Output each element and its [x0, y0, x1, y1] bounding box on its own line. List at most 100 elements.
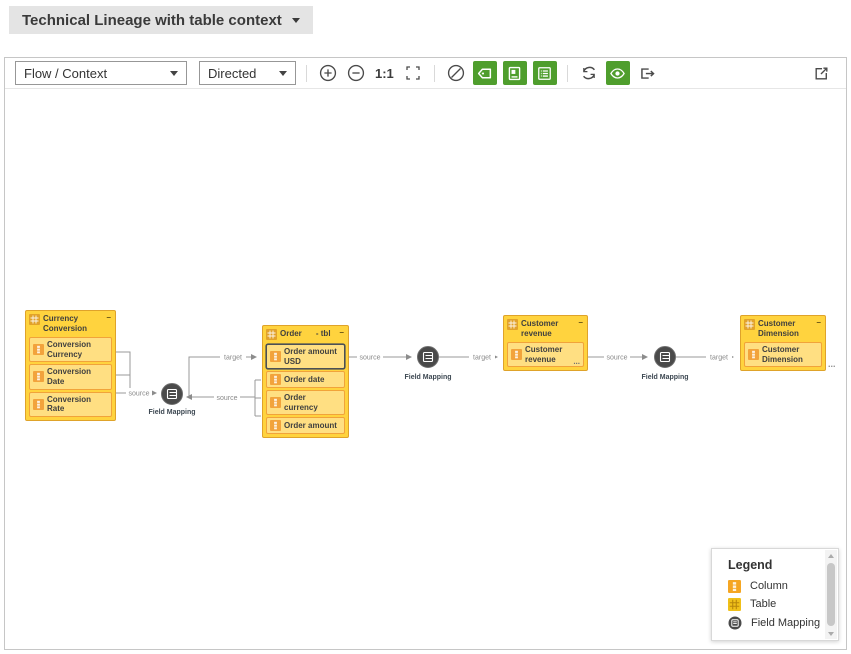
legend-item-label: Table — [750, 598, 777, 610]
toggle-visibility-button[interactable] — [605, 61, 630, 85]
direction-select[interactable]: Directed — [199, 61, 296, 85]
column-label: Customer Dimension — [762, 345, 803, 364]
collapse-node-button[interactable]: – — [816, 318, 821, 327]
lineage-type-dropdown[interactable]: Technical Lineage with table context — [9, 6, 313, 34]
legend-item: Field Mapping — [712, 613, 838, 632]
field-mapping-node[interactable]: Field Mapping — [148, 383, 196, 417]
table-node-currency-conversion[interactable]: Currency Conversion – Conversion Currenc… — [25, 310, 116, 421]
column-icon — [33, 371, 44, 383]
table-node-header: Order - tbl – — [263, 326, 348, 342]
legend-panel: Legend Column Table Field Mapping — [711, 548, 839, 641]
open-external-button[interactable] — [810, 62, 832, 84]
refresh-button[interactable] — [578, 62, 600, 84]
column-node[interactable]: Order date — [266, 371, 345, 389]
view-mode-select[interactable]: Flow / Context — [15, 61, 187, 85]
table-node-header: Customer revenue – — [504, 316, 587, 340]
column-icon — [728, 579, 741, 593]
export-button[interactable] — [636, 62, 658, 84]
column-node[interactable]: Conversion Date — [29, 364, 112, 390]
show-list-button[interactable] — [532, 61, 557, 85]
column-icon — [33, 398, 44, 410]
table-title: Order — [280, 329, 302, 338]
column-node[interactable]: Customer Dimension — [744, 342, 822, 368]
table-node-customer-dimension[interactable]: Customer Dimension – Customer Dimension — [740, 315, 826, 372]
scroll-up-arrow[interactable] — [825, 550, 837, 561]
table-columns: Customer revenue ... — [504, 342, 587, 370]
view-mode-value: Flow / Context — [24, 65, 108, 81]
zoom-in-button[interactable] — [317, 62, 339, 84]
zoom-out-icon — [347, 64, 365, 82]
scrollbar-thumb[interactable] — [827, 563, 835, 626]
collapse-node-button[interactable]: – — [106, 313, 111, 322]
page-preview-icon — [509, 66, 521, 80]
chevron-down-icon — [170, 70, 178, 76]
chevron-down-icon — [291, 17, 300, 23]
column-label: Order currency — [284, 393, 318, 412]
column-node[interactable]: Customer revenue ... — [507, 342, 584, 368]
field-mapping-label: Field Mapping — [148, 409, 195, 416]
toolbar-separator — [306, 64, 307, 82]
column-icon — [511, 349, 522, 361]
refresh-icon — [582, 66, 595, 80]
disable-overlap-button[interactable] — [445, 62, 467, 84]
table-columns: Conversion Currency Conversion Date Conv… — [26, 337, 115, 420]
lineage-panel: Flow / Context Directed 1:1 — [4, 57, 847, 650]
column-node[interactable]: Conversion Rate — [29, 391, 112, 417]
zoom-actual-size-button[interactable]: 1:1 — [375, 65, 394, 81]
toolbar-separator — [433, 64, 435, 82]
column-node-selected[interactable]: Order amount USD — [266, 344, 345, 370]
field-mapping-node[interactable]: Field Mapping — [641, 346, 689, 382]
edge-label: target — [473, 355, 491, 362]
table-columns: Order amount USD Order date Order curren… — [263, 344, 348, 437]
table-icon — [728, 597, 741, 611]
table-title: Customer revenue — [521, 319, 559, 338]
table-node-customer-revenue[interactable]: Customer revenue – Customer revenue ... — [503, 315, 588, 372]
legend-item: Column — [712, 577, 838, 595]
scroll-down-arrow[interactable] — [825, 628, 837, 639]
table-icon — [744, 319, 755, 330]
table-title: Customer Dimension — [758, 319, 799, 338]
export-icon — [641, 68, 655, 79]
edge-label: source — [128, 391, 149, 398]
table-icon — [266, 329, 277, 340]
show-labels-button[interactable] — [472, 61, 497, 85]
lineage-canvas[interactable]: source target source source target sourc… — [5, 89, 844, 649]
zoom-in-icon — [319, 64, 337, 82]
legend-scrollbar[interactable] — [825, 550, 837, 639]
column-label: Customer revenue — [525, 345, 563, 364]
table-icon — [29, 314, 40, 325]
fit-to-screen-icon — [406, 66, 420, 80]
field-mapping-node[interactable]: Field Mapping — [404, 346, 452, 382]
tag-icon — [478, 68, 492, 78]
list-icon — [538, 66, 552, 80]
table-node-order-tbl[interactable]: Order - tbl – Order amount USD Order dat… — [262, 325, 349, 439]
column-node[interactable]: Order currency — [266, 390, 345, 416]
edge-label: source — [606, 355, 627, 362]
column-icon — [270, 420, 281, 432]
chevron-down-icon — [279, 70, 287, 76]
slash-circle-icon — [447, 64, 464, 82]
lineage-edges-layer: source target source source target sourc… — [116, 346, 734, 417]
show-preview-button[interactable] — [502, 61, 527, 85]
table-columns: Customer Dimension — [741, 342, 825, 370]
column-label: Conversion Rate — [47, 394, 92, 414]
legend-title: Legend — [728, 558, 773, 572]
fit-to-screen-button[interactable] — [402, 62, 424, 84]
column-overflow-ellipsis: ... — [573, 356, 580, 366]
column-label: Conversion Date — [47, 367, 92, 386]
eye-icon — [610, 67, 626, 79]
lineage-type-label: Technical Lineage with table context — [22, 11, 282, 29]
column-icon — [270, 374, 281, 386]
column-icon — [748, 349, 759, 361]
toolbar-separator — [566, 64, 568, 82]
column-icon — [270, 397, 281, 409]
collapse-node-button[interactable]: – — [339, 328, 344, 337]
column-icon — [270, 351, 281, 363]
column-node[interactable]: Order amount — [266, 417, 345, 435]
field-mapping-label: Field Mapping — [404, 374, 451, 381]
external-link-icon — [814, 66, 828, 80]
zoom-out-button[interactable] — [345, 62, 367, 84]
column-node[interactable]: Conversion Currency — [29, 337, 112, 363]
collapse-node-button[interactable]: – — [578, 318, 583, 327]
